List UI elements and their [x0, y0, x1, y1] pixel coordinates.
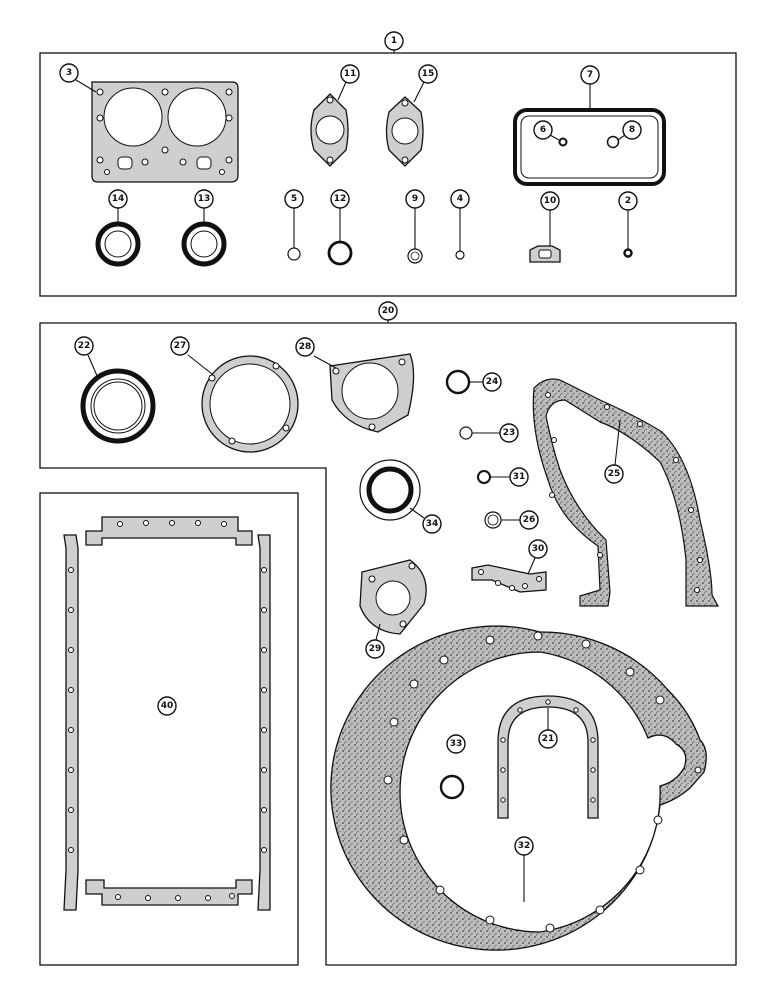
callout-10: 10 [540, 191, 560, 211]
callout-27: 27 [170, 336, 190, 356]
callout-1: 1 [384, 31, 404, 51]
callout-31: 31 [509, 467, 529, 487]
kit-20-frame [39, 322, 737, 966]
svg-text:1: 1 [391, 36, 397, 46]
svg-text:21: 21 [542, 734, 555, 744]
callout-33: 33 [446, 734, 466, 754]
part-5-o-ring [287, 247, 301, 261]
callout-9: 9 [405, 189, 425, 209]
callout-26: 26 [519, 510, 539, 530]
callout-24: 24 [482, 372, 502, 392]
callout-3: 3 [59, 63, 79, 83]
part-11-flange-gasket [310, 93, 349, 167]
svg-text:14: 14 [112, 194, 125, 204]
callout-15: 15 [418, 64, 438, 84]
svg-text:12: 12 [334, 194, 347, 204]
callout-8: 8 [622, 120, 642, 140]
svg-text:5: 5 [291, 194, 297, 204]
svg-text:27: 27 [174, 341, 187, 351]
callout-40: 40 [157, 696, 177, 716]
svg-text:32: 32 [518, 841, 531, 851]
svg-text:23: 23 [503, 428, 516, 438]
svg-text:4: 4 [457, 194, 463, 204]
svg-text:26: 26 [523, 515, 536, 525]
part-4-o-ring [455, 250, 465, 260]
part-32-flywheel-housing-gasket [330, 625, 707, 951]
kit-1-frame [39, 52, 737, 297]
svg-text:30: 30 [532, 544, 545, 554]
svg-text:6: 6 [540, 125, 546, 135]
part-33-o-ring [439, 774, 465, 800]
svg-text:34: 34 [426, 519, 439, 529]
part-29-pump-gasket [359, 559, 427, 635]
leader-lines [75, 79, 629, 902]
callout-6: 6 [533, 120, 553, 140]
svg-text:31: 31 [513, 472, 526, 482]
part-6-seal-ring [558, 137, 568, 147]
part-2-o-ring [623, 248, 633, 258]
svg-text:24: 24 [486, 377, 499, 387]
callout-30: 30 [528, 539, 548, 559]
callout-4: 4 [450, 189, 470, 209]
callout-12: 12 [330, 189, 350, 209]
part-12-o-ring [327, 240, 353, 266]
part-24-o-ring [445, 369, 471, 395]
callout-13: 13 [194, 189, 214, 209]
svg-text:10: 10 [544, 196, 557, 206]
part-40-oil-pan-gasket-set [63, 516, 271, 911]
svg-text:25: 25 [608, 469, 621, 479]
part-26-washer [484, 511, 502, 529]
part-9-washer [407, 248, 423, 264]
callout-32: 32 [514, 836, 534, 856]
part-21-horseshoe-gasket [497, 695, 599, 819]
svg-text:28: 28 [299, 342, 312, 352]
callout-28: 28 [295, 337, 315, 357]
callout-5: 5 [284, 189, 304, 209]
part-13-oil-seal [181, 221, 227, 267]
kit-40-frame [39, 492, 299, 966]
svg-text:3: 3 [66, 68, 72, 78]
part-27-housing-gasket [201, 355, 299, 453]
callout-7: 7 [580, 65, 600, 85]
part-28-plate-gasket [329, 353, 415, 433]
svg-text:11: 11 [344, 69, 357, 79]
part-30-small-gasket [471, 564, 547, 593]
svg-text:20: 20 [382, 306, 395, 316]
svg-text:9: 9 [412, 194, 418, 204]
part-14-oil-seal [95, 221, 141, 267]
callout-23: 23 [499, 423, 519, 443]
callout-25: 25 [604, 464, 624, 484]
svg-text:40: 40 [161, 701, 174, 711]
part-34-crank-seal [359, 459, 421, 521]
svg-text:22: 22 [78, 341, 91, 351]
part-8-seal-ring [606, 135, 620, 149]
svg-text:8: 8 [629, 125, 635, 135]
svg-text:33: 33 [450, 739, 463, 749]
callout-29: 29 [365, 639, 385, 659]
callout-14: 14 [108, 189, 128, 209]
svg-text:29: 29 [369, 644, 382, 654]
svg-text:15: 15 [422, 69, 435, 79]
part-31-o-ring [477, 470, 491, 484]
svg-text:2: 2 [625, 196, 631, 206]
part-3-head-gasket [91, 81, 239, 183]
callout-2: 2 [618, 191, 638, 211]
callout-21: 21 [538, 729, 558, 749]
svg-text:7: 7 [587, 70, 593, 80]
part-10-small-gasket [529, 245, 561, 263]
part-7-cover-gasket [513, 108, 666, 186]
callout-20: 20 [378, 301, 398, 321]
part-22-rear-seal [80, 368, 156, 444]
callout-11: 11 [340, 64, 360, 84]
part-25-timing-cover-gasket [532, 378, 720, 607]
svg-text:13: 13 [198, 194, 211, 204]
callout-22: 22 [74, 336, 94, 356]
part-15-flange-gasket [385, 96, 424, 167]
callout-34: 34 [422, 514, 442, 534]
part-23-o-ring [459, 426, 473, 440]
